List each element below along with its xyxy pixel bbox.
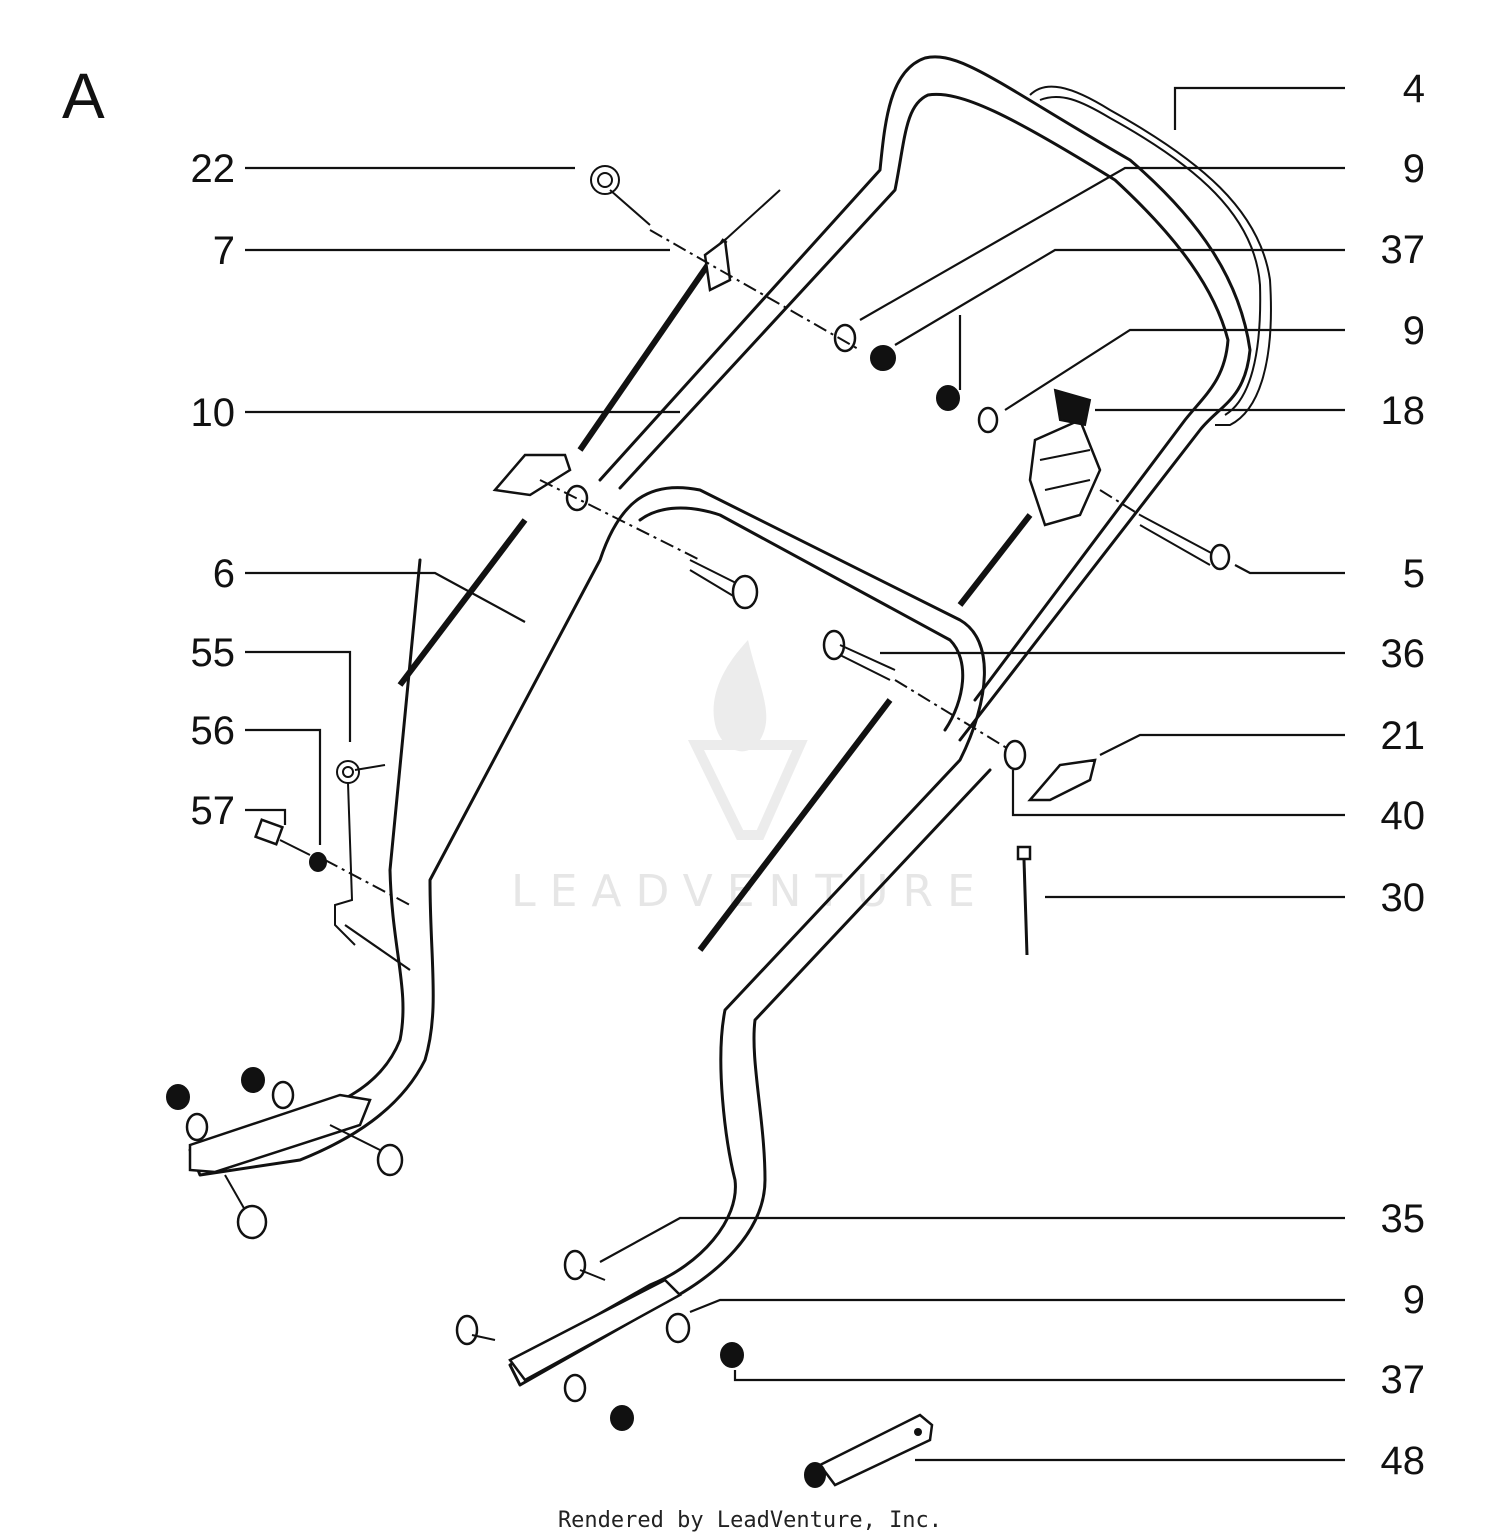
bolt-right-bracket xyxy=(455,1314,496,1346)
callout-22: 22 xyxy=(191,147,236,191)
callout-40: 40 xyxy=(1381,794,1426,838)
bolt-upper-pin xyxy=(689,559,759,610)
left-bracket-plate xyxy=(188,1093,372,1174)
control-cable xyxy=(577,238,728,452)
carriage-bolt-57 xyxy=(253,818,311,856)
callout-9-a: 9 xyxy=(1403,147,1425,191)
callout-36: 36 xyxy=(1381,632,1426,676)
callout-18: 18 xyxy=(1381,389,1426,433)
callout-21: 21 xyxy=(1381,714,1426,758)
cable-clip-7 xyxy=(703,237,732,292)
washer xyxy=(833,323,857,353)
callout-37-b: 37 xyxy=(1381,1358,1426,1402)
callout-57: 57 xyxy=(191,789,236,833)
washer xyxy=(977,406,999,434)
callout-7: 7 xyxy=(213,229,235,273)
latch-48 xyxy=(804,1413,934,1488)
watermark-flame-icon xyxy=(713,640,767,752)
washer xyxy=(565,484,589,512)
washer xyxy=(665,1312,691,1344)
nut xyxy=(309,852,327,872)
washer xyxy=(271,1080,295,1110)
credit-line: Rendered by LeadVenture, Inc. xyxy=(558,1508,942,1533)
callout-9-c: 9 xyxy=(1403,1278,1425,1322)
bolt-36 xyxy=(822,629,896,681)
hook-55 xyxy=(334,760,386,946)
nut xyxy=(720,1342,744,1368)
callout-6: 6 xyxy=(213,552,235,596)
callout-37-a: 37 xyxy=(1381,228,1426,272)
nut xyxy=(936,385,960,411)
nut xyxy=(166,1084,190,1110)
callout-55: 55 xyxy=(191,631,236,675)
watermark-text: LEADVENTURE xyxy=(511,866,989,917)
callout-35: 35 xyxy=(1381,1197,1426,1241)
watermark-v-icon xyxy=(687,740,808,840)
knob-upper xyxy=(492,453,572,497)
callout-30: 30 xyxy=(1381,876,1426,920)
callout-56: 56 xyxy=(191,709,236,753)
callout-9-b: 9 xyxy=(1403,309,1425,353)
bolt-35 xyxy=(563,1249,606,1281)
callout-numbers: 4 9 37 9 18 5 36 21 40 30 35 9 37 48 22 … xyxy=(191,67,1426,1483)
right-bracket-plate xyxy=(508,1278,683,1382)
section-letter: A xyxy=(62,60,105,132)
washer xyxy=(563,1373,587,1403)
knob-lower xyxy=(1027,758,1097,802)
callout-48: 48 xyxy=(1381,1439,1426,1483)
upper-handle-tube-inner xyxy=(618,92,1230,702)
lower-handle-tube xyxy=(188,486,992,1387)
bolt-left-bracket xyxy=(329,1124,404,1177)
callout-10: 10 xyxy=(191,391,236,435)
washer xyxy=(185,1112,209,1142)
washer xyxy=(1003,739,1027,771)
callout-4: 4 xyxy=(1403,67,1425,111)
drive-cable xyxy=(697,698,893,952)
throttle-cable xyxy=(397,518,528,687)
nut xyxy=(610,1405,634,1431)
watermark: LEADVENTURE xyxy=(511,640,989,917)
handle-assembly xyxy=(166,55,1272,1488)
nut xyxy=(870,345,896,371)
callout-5: 5 xyxy=(1403,552,1425,596)
eye-bolt-22 xyxy=(590,165,651,226)
rear-guard-bar xyxy=(1029,85,1272,426)
upper-handle-tube xyxy=(598,55,1252,742)
cable-tie-30 xyxy=(1016,845,1032,956)
bolt-5 xyxy=(1139,514,1231,571)
bolt-left-bottom xyxy=(224,1174,268,1240)
nut xyxy=(241,1067,265,1093)
callout-leaders xyxy=(245,86,1345,1462)
throttle-control xyxy=(1028,388,1102,527)
